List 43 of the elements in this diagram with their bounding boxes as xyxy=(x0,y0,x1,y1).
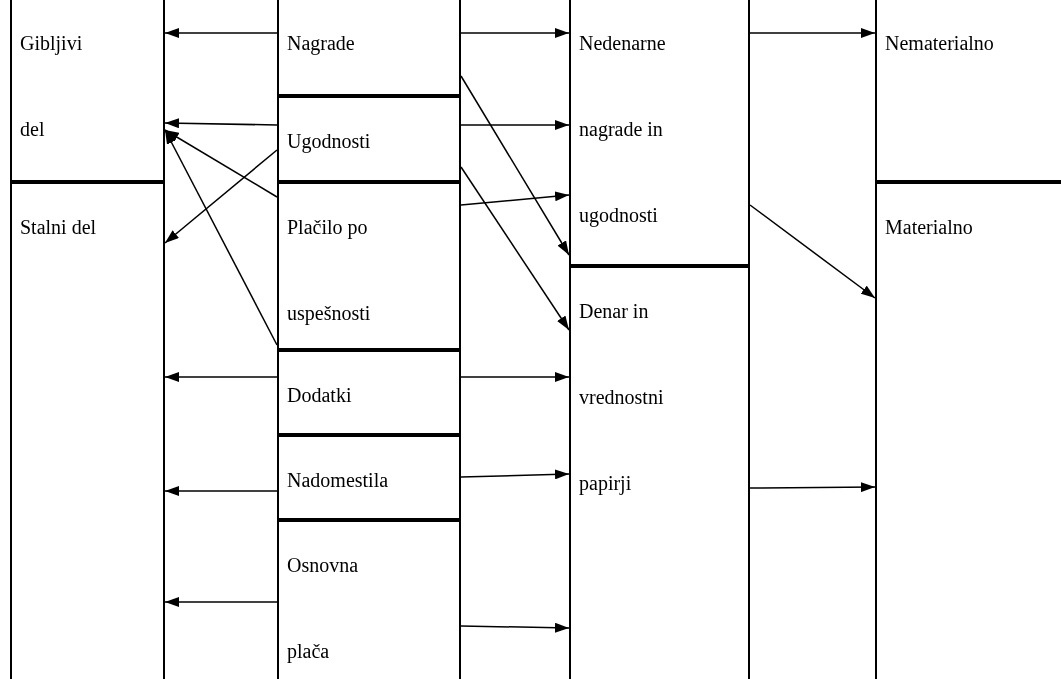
category-box xyxy=(875,182,1061,679)
box-label: Nedenarne nagrade in ugodnosti xyxy=(579,31,667,229)
category-box xyxy=(277,182,461,350)
category-box xyxy=(10,0,165,182)
box-label: Stalni del xyxy=(20,215,98,240)
box-label: Plačilo po uspešnosti xyxy=(287,215,372,327)
box-label: Nadomestila xyxy=(287,468,390,493)
arrow xyxy=(164,129,278,198)
arrow xyxy=(164,372,278,382)
category-box xyxy=(569,266,750,679)
category-box xyxy=(875,0,1061,182)
arrow xyxy=(749,28,876,38)
box-label: Denar in vrednostni papirji xyxy=(579,299,665,497)
box-label: Gibljivi del xyxy=(20,31,84,142)
arrow xyxy=(460,469,570,480)
arrow xyxy=(460,28,570,38)
arrow xyxy=(460,120,570,130)
arrow xyxy=(164,28,278,38)
box-label: Nematerialno xyxy=(885,31,995,56)
arrow xyxy=(460,75,570,256)
arrow xyxy=(460,372,570,382)
category-box xyxy=(277,520,461,679)
arrow xyxy=(164,597,278,607)
arrow xyxy=(460,191,570,206)
arrow xyxy=(460,622,570,633)
arrow xyxy=(749,204,876,299)
box-label: Materialno xyxy=(885,215,974,240)
category-box xyxy=(277,435,461,520)
category-box xyxy=(569,0,750,266)
box-label: Nagrade xyxy=(287,31,356,57)
category-box xyxy=(277,96,461,182)
box-label: Osnovna plača xyxy=(287,553,360,665)
box-label: Ugodnosti xyxy=(287,129,372,155)
arrow xyxy=(164,118,278,129)
arrow xyxy=(164,486,278,496)
box-label: Dodatki xyxy=(287,383,353,408)
category-box xyxy=(10,182,165,679)
arrow xyxy=(749,482,876,493)
category-box xyxy=(277,350,461,435)
arrow xyxy=(164,129,278,346)
category-box xyxy=(277,0,461,96)
arrow xyxy=(164,149,278,244)
arrow xyxy=(460,166,570,331)
